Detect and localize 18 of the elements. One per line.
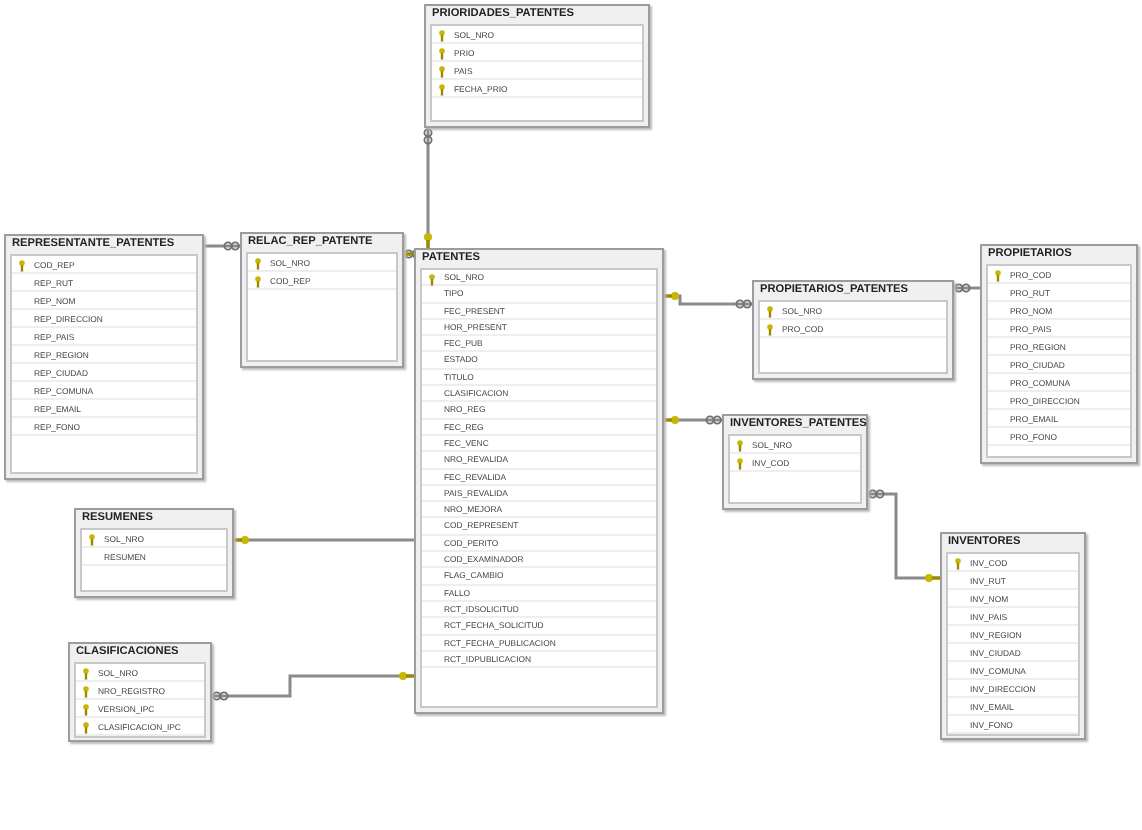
relationship-line [204, 241, 240, 251]
table-box [752, 280, 954, 380]
table-box [74, 508, 234, 598]
table-box [722, 414, 868, 510]
relationship-line [664, 292, 752, 309]
table-box [424, 4, 650, 128]
table-box [414, 248, 664, 714]
table-box [4, 234, 204, 480]
table-box [940, 532, 1086, 740]
table-box [980, 244, 1138, 464]
table-box [240, 232, 404, 368]
relationship-line [212, 672, 414, 701]
relationship-line [234, 536, 414, 544]
table-box [68, 642, 212, 742]
relationship-line [423, 128, 433, 248]
relationship-line [664, 415, 722, 425]
relationship-line [954, 283, 980, 293]
relationship-line [868, 489, 940, 582]
